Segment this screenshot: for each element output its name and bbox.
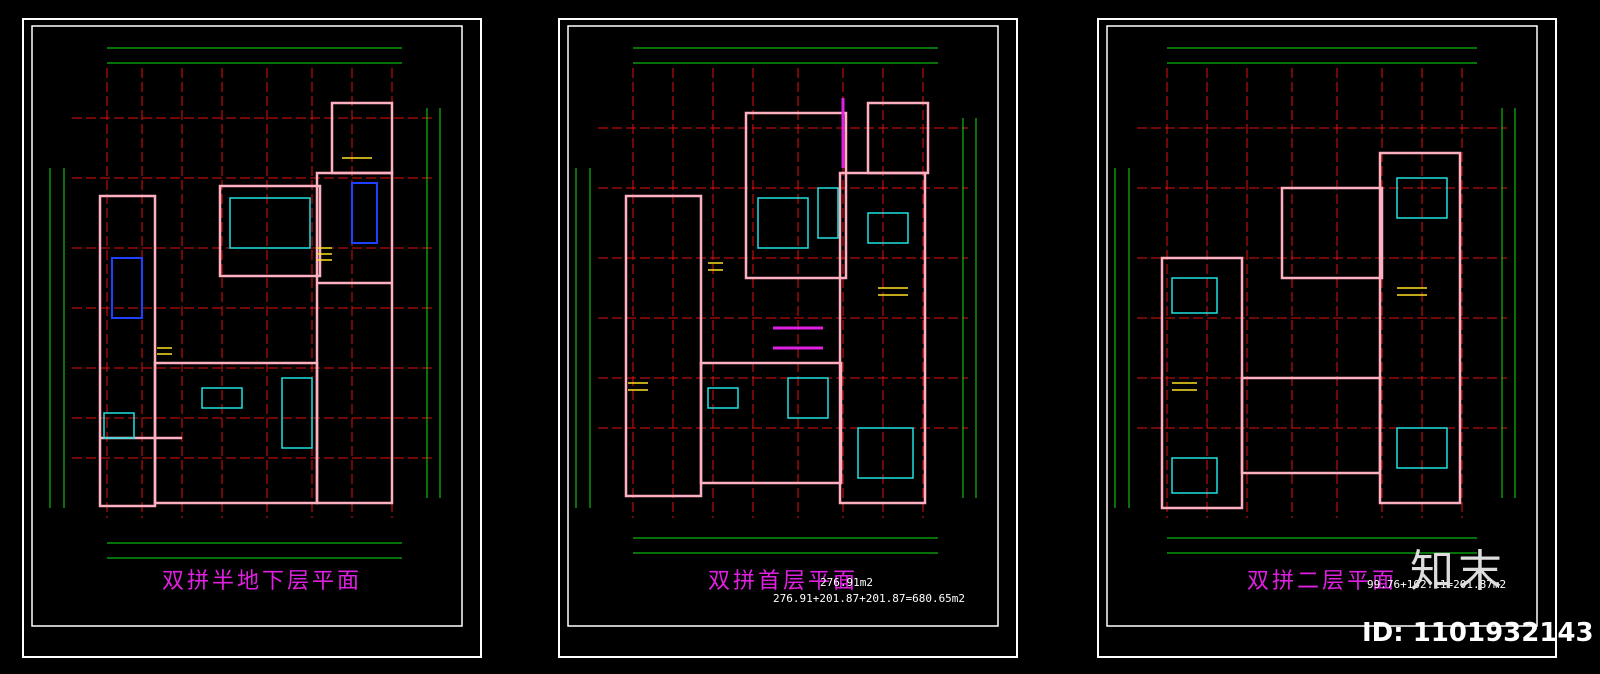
- plan-sheet-second-floor: 双拼二层平面 99.76+102.11=201.87m2: [1097, 18, 1557, 658]
- dimension-lines: [49, 47, 441, 559]
- area-summary-line1: 276.91m2: [820, 576, 873, 589]
- inner-frame: [567, 25, 999, 627]
- outer-frame: [22, 18, 482, 658]
- second-floor-plan-drawing: 双拼二层平面 99.76+102.11=201.87m2: [1097, 18, 1557, 658]
- inner-frame: [1106, 25, 1538, 627]
- ground-floor-plan-drawing: 双拼首层平面 276.91m2 276.91+201.87+201.87=680…: [558, 18, 1018, 658]
- plan-title: 双拼半地下层平面: [162, 569, 362, 594]
- watermark-id: ID: 1101932143: [1362, 618, 1594, 648]
- watermark-logo: 知末: [1410, 546, 1506, 597]
- inner-frame: [31, 25, 463, 627]
- basement-plan-drawing: 双拼半地下层平面: [22, 18, 482, 658]
- area-summary-line2: 276.91+201.87+201.87=680.65m2: [773, 592, 965, 605]
- plan-sheet-basement: 双拼半地下层平面: [22, 18, 482, 658]
- plan-title: 双拼首层平面: [708, 569, 858, 594]
- dimension-lines: [575, 47, 977, 554]
- plan-sheet-ground-floor: 双拼首层平面 276.91m2 276.91+201.87+201.87=680…: [558, 18, 1018, 658]
- walls: [98, 101, 394, 508]
- furniture: [707, 187, 914, 479]
- plan-title: 双拼二层平面: [1247, 569, 1397, 594]
- outer-frame: [558, 18, 1018, 658]
- walls: [1160, 151, 1462, 510]
- dimension-lines: [1114, 47, 1516, 554]
- outer-frame: [1097, 18, 1557, 658]
- axis-grid: [1137, 68, 1507, 518]
- axis-grid: [72, 68, 432, 518]
- furniture: [103, 197, 313, 449]
- stairs: [157, 157, 372, 355]
- walls: [624, 101, 930, 505]
- garage-cars: [111, 182, 378, 319]
- area-summary-line1: 99.76+102.11=201.87m2: [1367, 578, 1506, 591]
- stairs: [1172, 287, 1427, 391]
- stairs: [628, 262, 908, 391]
- void-outlines: [773, 98, 845, 350]
- furniture: [1171, 177, 1448, 494]
